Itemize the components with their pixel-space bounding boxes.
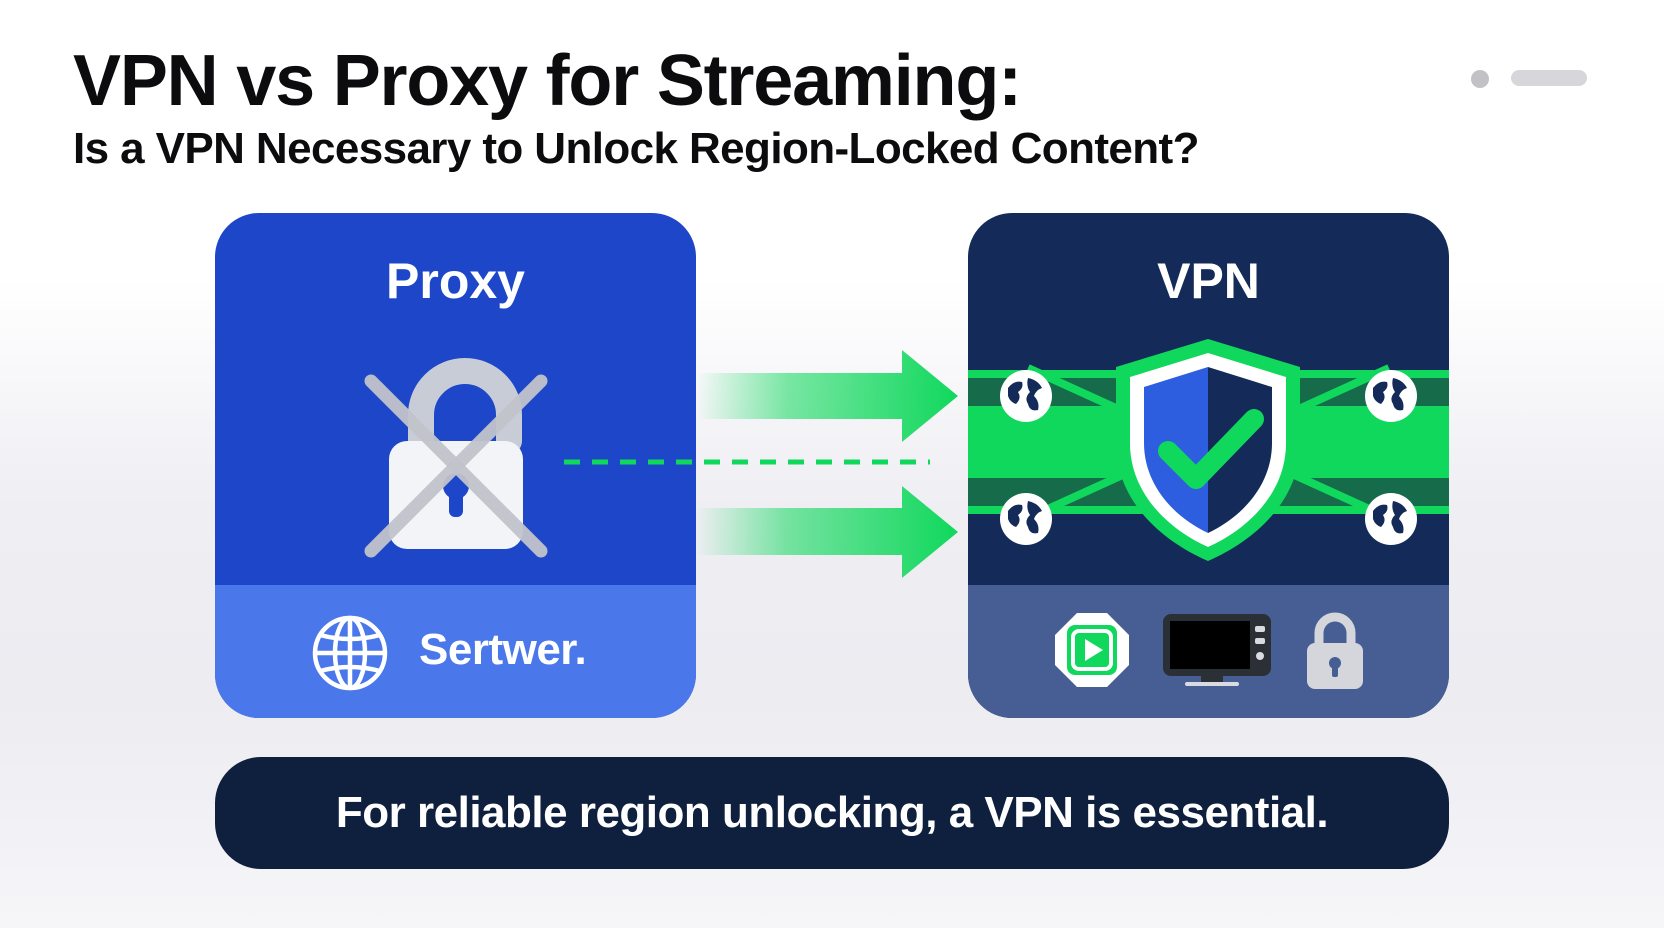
conclusion-text: For reliable region unlocking, a VPN is … — [335, 788, 1329, 837]
lock-icon — [364, 358, 548, 558]
server-label: Sertwer. — [419, 625, 587, 674]
earth-icon — [1365, 493, 1417, 545]
vpn-devices-footer — [968, 585, 1449, 718]
earth-icon — [1365, 370, 1417, 422]
arrow-right-icon — [696, 350, 958, 442]
proxy-server-footer: Sertwer. — [215, 585, 696, 718]
tv-icon[interactable] — [1161, 612, 1273, 688]
pager-bar-active[interactable] — [1511, 70, 1587, 86]
play-icon[interactable] — [1053, 611, 1131, 689]
checkmark-icon — [1158, 409, 1264, 489]
vpn-heading: VPN — [1157, 253, 1260, 309]
shield-icon — [1116, 339, 1300, 561]
cross-icon — [364, 374, 548, 558]
page-subtitle: Is a VPN Necessary to Unlock Region-Lock… — [73, 124, 1199, 173]
earth-icon — [1000, 493, 1052, 545]
proxy-panel: Proxy Sertwer. — [215, 213, 696, 718]
page-title: VPN vs Proxy for Streaming: — [73, 41, 1022, 121]
pager-dot[interactable] — [1471, 70, 1489, 88]
connection-arrows — [564, 350, 958, 578]
padlock-icon — [1307, 612, 1363, 689]
globe-icon — [312, 615, 388, 691]
conclusion-banner: For reliable region unlocking, a VPN is … — [215, 757, 1449, 869]
proxy-heading: Proxy — [386, 253, 525, 309]
vpn-panel: VPN — [968, 213, 1449, 718]
arrow-right-icon — [696, 486, 958, 578]
earth-icon — [1000, 370, 1052, 422]
